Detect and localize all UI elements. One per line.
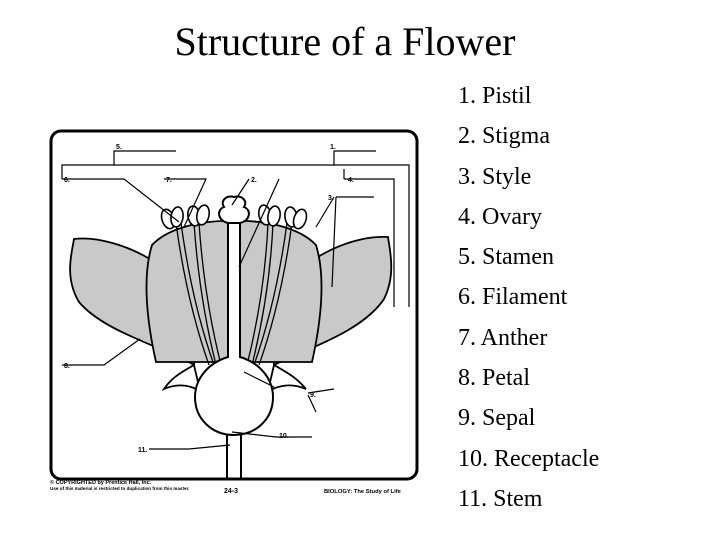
flower-diagram: 5. 1. 6. 7. 2. 4. 3. 8. 9. 10. 11. © COP… <box>49 129 419 495</box>
book-title: BIOLOGY: The Study of Life <box>324 489 402 495</box>
callout-2: 2. <box>251 177 257 184</box>
sepal-left <box>161 363 202 393</box>
list-item: 10. Receptacle <box>458 445 600 472</box>
callout-7: 7. <box>166 177 172 184</box>
page-number: 24-3 <box>224 488 238 495</box>
list-item: 8. Petal <box>458 365 530 392</box>
list-item: 9. Sepal <box>458 405 536 432</box>
callout-1: 1. <box>330 144 336 151</box>
filaments <box>175 222 293 366</box>
list-item: 6. Filament <box>458 284 568 311</box>
worksheet-frame <box>49 129 419 481</box>
list-item: 11. Stem <box>458 485 543 512</box>
callout-9: 9. <box>310 392 316 399</box>
callout-3: 3. <box>328 195 334 202</box>
list-item: 2. Stigma <box>458 123 551 150</box>
list-item: 5. Stamen <box>458 244 554 271</box>
callout-6: 6. <box>64 177 70 184</box>
pistil <box>193 222 275 437</box>
copyright-line-1: © COPYRIGHTED by Prentice Hall, Inc. <box>50 479 152 486</box>
list-item: 1. Pistil <box>458 83 532 109</box>
copyright-line-2: Use of this material is restricted to du… <box>50 486 189 491</box>
callout-4: 4. <box>348 177 354 184</box>
stigma <box>218 195 250 224</box>
callout-11: 11. <box>138 447 147 454</box>
sepal-right <box>266 363 307 393</box>
page-title: Structure of a Flower <box>174 19 516 64</box>
list-item: 3. Style <box>458 163 532 190</box>
parts-list: 1. Pistil 2. Stigma 3. Style 4. Ovary 5.… <box>458 76 599 519</box>
list-item: 4. Ovary <box>458 203 542 230</box>
callout-lines <box>61 150 410 450</box>
list-item: 7. Anther <box>458 324 548 351</box>
callout-8: 8. <box>64 363 70 370</box>
callout-10: 10. <box>279 433 289 440</box>
callout-5: 5. <box>116 144 122 151</box>
